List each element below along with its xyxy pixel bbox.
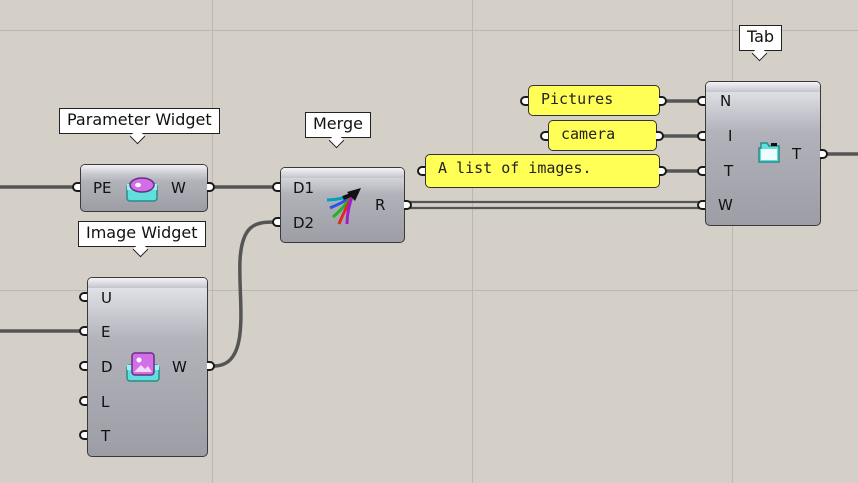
output-label-t: T	[792, 145, 802, 163]
output-port-w[interactable]	[207, 361, 215, 371]
output-label-w: W	[171, 179, 186, 197]
component-header	[706, 82, 820, 92]
panel-input-port[interactable]	[520, 96, 528, 106]
output-label-w: W	[172, 358, 187, 376]
panel-description[interactable]: A list of images.	[425, 154, 660, 188]
input-label-t: T	[724, 162, 734, 180]
input-port-d[interactable]	[79, 361, 87, 371]
input-label-i: I	[728, 127, 733, 145]
merge-tag: Merge	[305, 112, 371, 138]
wire-image-w-to-d2	[212, 220, 276, 368]
component-header	[281, 168, 404, 178]
input-port-t[interactable]	[697, 166, 705, 176]
panel-output-port[interactable]	[656, 131, 664, 141]
input-port-u[interactable]	[79, 292, 87, 302]
input-port-d2[interactable]	[272, 217, 280, 227]
input-port-i[interactable]	[697, 131, 705, 141]
panel-input-port[interactable]	[417, 166, 425, 176]
input-label-d1: D1	[293, 179, 315, 197]
output-port-w[interactable]	[207, 182, 215, 192]
input-label-w: W	[718, 196, 733, 214]
input-label-l: L	[101, 393, 110, 411]
input-port-w[interactable]	[697, 200, 705, 210]
component-header	[81, 165, 207, 175]
input-label-u: U	[101, 289, 112, 307]
input-port-t[interactable]	[79, 430, 87, 440]
panel-input-port[interactable]	[540, 131, 548, 141]
image-widget-tag: Image Widget	[78, 221, 206, 247]
parameter-widget-component[interactable]: PE W	[80, 164, 208, 212]
input-port-l[interactable]	[79, 396, 87, 406]
output-port-r[interactable]	[404, 200, 412, 210]
merge-arrows-icon	[326, 188, 361, 225]
panel-camera[interactable]: camera	[548, 120, 657, 151]
panel-output-port[interactable]	[659, 96, 667, 106]
input-label-pe: PE	[93, 179, 112, 197]
panel-pictures[interactable]: Pictures	[528, 85, 660, 116]
input-label-e: E	[101, 323, 111, 341]
input-port-d1[interactable]	[272, 182, 280, 192]
image-widget-icon	[126, 352, 160, 382]
output-label-r: R	[375, 196, 386, 214]
tab-tag: Tab	[739, 25, 783, 51]
input-label-t: T	[101, 427, 111, 445]
input-label-d2: D2	[293, 214, 315, 232]
parameter-widget-tag: Parameter Widget	[59, 108, 220, 134]
tab-folder-icon	[758, 142, 780, 163]
input-label-d: D	[101, 358, 113, 376]
input-port-e[interactable]	[79, 326, 87, 336]
input-port-pe[interactable]	[72, 182, 80, 192]
merge-component[interactable]: D1 D2 R	[280, 167, 405, 243]
output-port-t[interactable]	[820, 149, 828, 159]
tab-component[interactable]: N I T W T	[705, 81, 821, 226]
component-header	[88, 278, 207, 288]
input-port-n[interactable]	[697, 96, 705, 106]
input-label-n: N	[720, 92, 732, 110]
image-widget-component[interactable]: U E D L T W	[87, 277, 208, 457]
parameter-widget-icon	[126, 177, 158, 202]
panel-output-port[interactable]	[659, 166, 667, 176]
